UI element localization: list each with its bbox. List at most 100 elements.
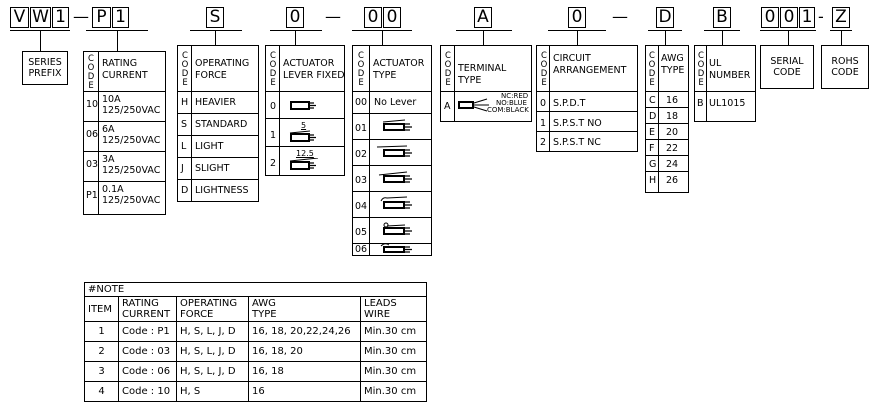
type-code: 06	[355, 244, 368, 255]
note-force: H, S, L, J, D	[176, 341, 249, 362]
letter-v: V	[10, 7, 29, 28]
force-header-1: OPERATING	[195, 58, 250, 69]
row-divider	[537, 131, 637, 132]
row-divider	[353, 165, 431, 166]
column-divider	[191, 46, 192, 201]
rating-header-2: CURRENT	[102, 70, 148, 81]
note-leads: Min.30 cm	[360, 341, 427, 362]
terminal-header-1: TERMINAL	[458, 63, 507, 74]
row-divider	[178, 91, 258, 92]
serial-code-line1: SERIAL	[770, 56, 804, 67]
note-awg: 16, 18, 20,22,24,26	[248, 321, 361, 342]
table-row: 3 Code : 06 H, S, L, J, D 16, 18 Min.30 …	[84, 361, 427, 382]
circuit-label: S.P.S.T NC	[553, 137, 601, 148]
awg-value: 26	[666, 175, 679, 186]
connector	[722, 30, 723, 45]
letter-d: D	[656, 7, 674, 28]
letter-0-type-b: 0	[383, 7, 401, 28]
letter-0-circuit: 0	[568, 7, 586, 28]
note-header-text: LEADS	[364, 298, 397, 309]
lever-code: 1	[270, 130, 277, 141]
circuit-code: 0	[540, 98, 547, 109]
circuit-header-2: ARRANGEMENT	[553, 65, 627, 76]
lever-code: 2	[270, 158, 277, 169]
letter-b: B	[713, 7, 731, 28]
force-label: LIGHTNESS	[195, 185, 249, 196]
series-prefix-line1: SERIES	[28, 57, 62, 68]
terminal-code: A	[444, 101, 451, 112]
row-divider	[646, 107, 688, 108]
row-divider	[266, 91, 344, 92]
note-header-text: TYPE	[252, 309, 277, 320]
connector	[40, 30, 41, 51]
awg-value: 20	[666, 127, 679, 138]
row-divider	[353, 91, 431, 92]
table-row: 2 Code : 03 H, S, L, J, D 16, 18, 20 Min…	[84, 341, 427, 362]
row-divider	[646, 171, 688, 172]
circuit-header-1: CIRCUIT	[553, 53, 591, 64]
lever-dimension: 5	[301, 121, 307, 130]
note-force: H, S	[176, 381, 249, 402]
note-title: #NOTE	[84, 282, 427, 297]
type-code: 03	[355, 175, 368, 186]
rating-voltage: 125/250VAC	[102, 165, 161, 176]
row-divider	[353, 113, 431, 114]
note-force: H, S, L, J, D	[176, 361, 249, 382]
rating-value: 0.1A	[102, 184, 124, 195]
row-divider	[695, 91, 755, 92]
underline	[190, 30, 242, 31]
note-rating: Code : 10	[118, 381, 177, 402]
rating-voltage: 125/250VAC	[102, 105, 161, 116]
row-divider	[178, 135, 258, 136]
awg-code: F	[649, 143, 655, 154]
note-awg: 16	[248, 381, 361, 402]
awg-code: G	[649, 159, 657, 170]
force-code: S	[181, 119, 188, 130]
serial-code-line2: CODE	[773, 67, 801, 78]
note-rating: Code : 06	[118, 361, 177, 382]
letter-p: P	[92, 7, 111, 28]
connector	[665, 30, 666, 45]
awg-value: 16	[666, 95, 679, 106]
row-divider	[353, 243, 431, 244]
letter-serial-1: 1	[799, 7, 815, 28]
force-code: D	[181, 185, 189, 196]
row-divider	[353, 217, 431, 218]
dash: —	[325, 7, 341, 26]
awg-code: C	[649, 95, 656, 106]
row-divider	[646, 91, 688, 92]
ul-header-2: NUMBER	[709, 70, 751, 81]
letter-serial-0a: 0	[761, 7, 779, 28]
terminal-no: NO:BLUE	[496, 99, 527, 107]
awg-header-1: AWG	[661, 53, 684, 64]
rating-voltage: 125/250VAC	[102, 195, 161, 206]
row-divider	[84, 91, 165, 92]
column-divider	[369, 46, 370, 255]
terminal-com: COM:BLACK	[487, 106, 529, 114]
connector	[577, 30, 578, 45]
note-header-text: OPERATING	[180, 298, 238, 309]
dash-short: -	[818, 7, 824, 26]
note-item: 2	[84, 341, 119, 362]
awg-value: 24	[666, 159, 679, 170]
letter-w: W	[30, 7, 51, 28]
note-rating: Code : 03	[118, 341, 177, 362]
serial-code-box: SERIAL CODE	[760, 45, 814, 89]
note-item: 1	[84, 321, 119, 342]
underline	[456, 30, 512, 31]
underline	[270, 30, 322, 31]
column-divider	[658, 46, 659, 192]
rating-header-1: RATING	[102, 58, 138, 69]
rating-code: 03	[86, 159, 99, 170]
